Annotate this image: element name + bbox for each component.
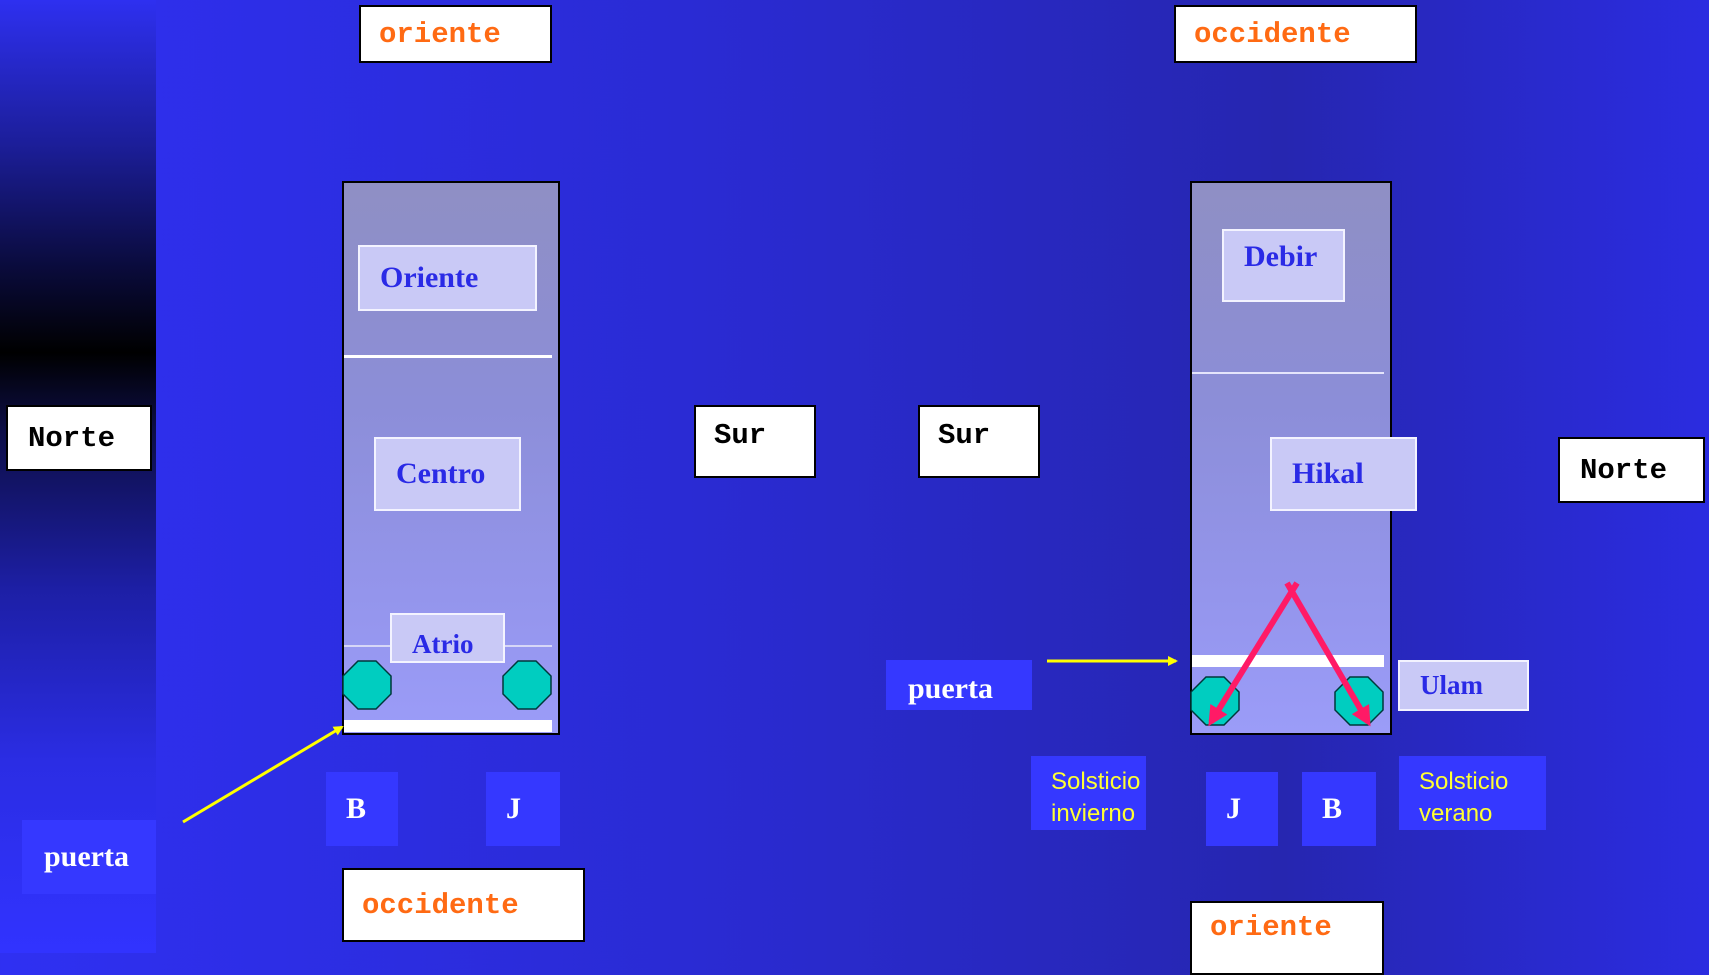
right-top-direction-label: occidente bbox=[1174, 5, 1417, 63]
solstice-winter-line1: Solsticio bbox=[1051, 768, 1141, 795]
solstice-summer-line1: Solsticio bbox=[1419, 768, 1509, 795]
room-oriente: Oriente bbox=[358, 245, 537, 311]
solstice-arrow-to-b bbox=[1284, 581, 1371, 727]
room-atrio: Atrio bbox=[390, 613, 505, 663]
left-pillar-label-b: B bbox=[326, 772, 398, 846]
right-door-label: puerta bbox=[886, 660, 1032, 710]
room-centro: Centro bbox=[374, 437, 521, 511]
room-hikal: Hikal bbox=[1270, 437, 1417, 511]
right-east-direction-norte: Norte bbox=[1558, 437, 1705, 503]
left-bottom-direction-label: occidente bbox=[342, 868, 585, 942]
left-top-direction-label: oriente bbox=[359, 5, 552, 63]
right-divider-upper bbox=[1192, 372, 1384, 374]
room-ulam: Ulam bbox=[1398, 660, 1529, 711]
diagram-shapes-overlay bbox=[182, 581, 1384, 824]
left-gradient-band bbox=[0, 0, 156, 953]
right-pillar-label-b: B bbox=[1302, 772, 1376, 846]
solstice-winter-label: Solsticio invierno bbox=[1031, 756, 1146, 830]
solstice-summer-line2: verano bbox=[1419, 800, 1493, 827]
left-divider-upper bbox=[344, 355, 552, 358]
solstice-summer-label: Solsticio verano bbox=[1399, 756, 1546, 830]
left-east-direction-sur: Sur bbox=[694, 405, 816, 478]
left-door-threshold bbox=[344, 720, 552, 732]
solstice-arrow-to-j bbox=[1208, 581, 1300, 727]
left-door-label: puerta bbox=[22, 820, 156, 894]
left-pillar-label-j: J bbox=[486, 772, 560, 846]
left-pillar-j-octagon bbox=[502, 660, 552, 710]
right-west-direction-sur: Sur bbox=[918, 405, 1040, 478]
left-west-direction-norte: Norte bbox=[6, 405, 152, 471]
solstice-winter-line2: invierno bbox=[1051, 800, 1136, 827]
room-debir: Debir bbox=[1222, 229, 1345, 302]
right-pillar-label-j: J bbox=[1206, 772, 1278, 846]
left-pillar-b-octagon bbox=[342, 660, 392, 710]
left-door-arrow bbox=[182, 725, 344, 824]
